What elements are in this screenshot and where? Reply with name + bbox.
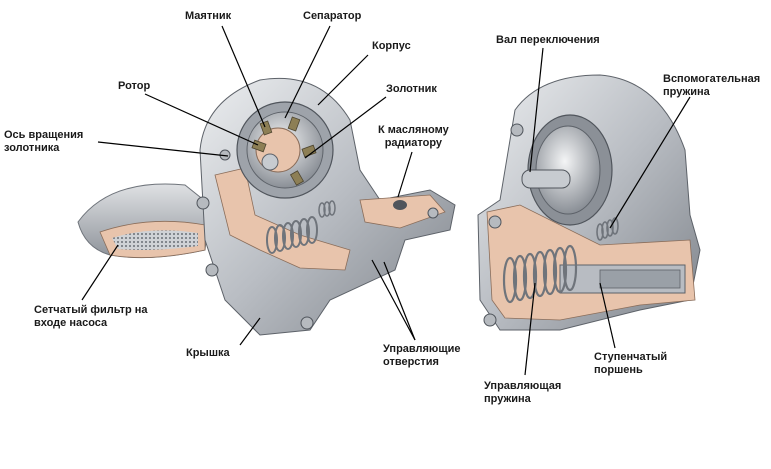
leader-lines [81,25,691,376]
leader-housing [317,54,369,106]
leader-control-holes-2 [383,261,416,341]
label-stepped-piston: Ступенчатый поршень [594,351,668,376]
left-pump [77,77,456,336]
leader-oil-cooler [397,151,413,198]
label-control-holes: Управляющие отверстия [383,343,461,368]
leader-filter [81,244,119,301]
leader-control-holes-1 [371,259,416,341]
label-cover: Крышка [186,347,230,359]
label-spool: Золотник [386,83,437,95]
right-spring [502,244,578,304]
leader-spool-axis [97,141,229,157]
leader-stepped-piston [599,282,616,349]
label-inlet-filter: Сетчатый фильтр на входе насоса [34,304,148,329]
label-control-spring: Управляющая пружина [484,380,562,405]
leader-cover [239,317,261,346]
leader-pendulum [221,25,266,128]
label-separator: Сепаратор [303,10,362,22]
label-housing: Корпус [372,40,411,52]
label-aux-spring: Вспомогательная пружина [663,73,761,98]
leader-control-spring [524,282,536,376]
left-spring [266,216,318,254]
leader-separator [284,25,331,119]
leader-rotor [144,93,259,146]
leader-spool [304,96,387,159]
label-rotor: Ротор [118,80,151,92]
label-pendulum: Маятник [185,10,232,22]
label-shift-shaft: Вал переключения [496,34,600,46]
leader-shift-shaft [529,47,544,173]
label-oil-cooler: К масляному радиатору [378,124,449,149]
label-spool-axis: Ось вращения золотника [4,129,84,154]
right-pump [477,74,701,331]
leader-aux-spring [609,96,691,229]
